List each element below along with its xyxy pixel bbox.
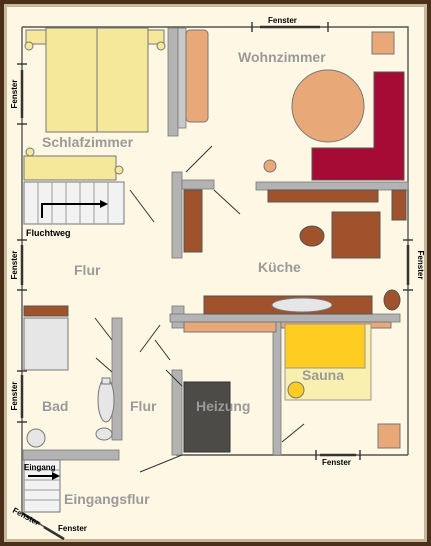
window-label-bedroom: Fenster bbox=[10, 80, 19, 109]
bathroom-furniture bbox=[23, 305, 115, 448]
heater-unit bbox=[183, 381, 231, 453]
toilet bbox=[95, 427, 113, 441]
window-label-top: Fenster bbox=[268, 16, 297, 25]
pillow-left bbox=[25, 29, 47, 45]
window-label-bad: Fenster bbox=[10, 382, 19, 411]
room-label-heizung: Heizung bbox=[196, 398, 250, 414]
wardrobe bbox=[185, 29, 209, 123]
bed-single bbox=[23, 155, 117, 181]
label-fluchtweg: Fluchtweg bbox=[26, 228, 71, 238]
corner-sofa bbox=[311, 71, 405, 181]
room-label-wohnzimmer: Wohnzimmer bbox=[238, 49, 326, 65]
sauna-corner-block bbox=[377, 423, 401, 449]
counter-base bbox=[183, 321, 277, 333]
sauna-stove bbox=[287, 381, 305, 399]
bathtub bbox=[23, 317, 69, 371]
kitchen-furniture bbox=[183, 189, 407, 333]
small-table-bedroom bbox=[25, 147, 35, 157]
room-label-eingangsflur: Eingangsflur bbox=[64, 491, 150, 507]
entrance-staircase bbox=[23, 459, 61, 513]
window-label-entrance-right: Fenster bbox=[58, 524, 87, 533]
sauna-bench bbox=[284, 323, 366, 369]
lamp-living bbox=[263, 159, 277, 173]
room-label-kueche: Küche bbox=[258, 259, 301, 275]
kitchen-cabinet-left bbox=[183, 189, 203, 253]
window-label-kueche: Fenster bbox=[416, 251, 425, 280]
window-label-sauna: Fenster bbox=[322, 458, 351, 467]
window-label-flur: Fenster bbox=[10, 251, 19, 280]
round-table bbox=[291, 69, 365, 143]
washbasin bbox=[97, 377, 115, 423]
room-label-sauna: Sauna bbox=[302, 367, 344, 383]
label-eingang: Eingang bbox=[24, 463, 56, 472]
room-label-bad: Bad bbox=[42, 398, 68, 414]
bedside-lamp-right bbox=[156, 41, 166, 51]
living-room-furniture bbox=[263, 31, 405, 181]
bathroom-shelf bbox=[23, 305, 69, 317]
kitchen-cabinet-top bbox=[267, 189, 379, 203]
room-label-flur-top: Flur bbox=[74, 262, 101, 278]
room-label-flur-bottom: Flur bbox=[130, 398, 157, 414]
kitchen-stool bbox=[383, 289, 401, 311]
windows bbox=[17, 22, 413, 541]
bath-fixture bbox=[26, 428, 46, 448]
door-swings bbox=[94, 145, 305, 473]
bedroom-furniture bbox=[23, 27, 209, 181]
bedside-lamp-left bbox=[24, 41, 34, 51]
interior-walls bbox=[22, 27, 409, 461]
escape-staircase bbox=[23, 181, 125, 225]
dining-chair bbox=[299, 225, 325, 247]
pillow-right bbox=[147, 29, 165, 45]
small-lamp-bedroom bbox=[114, 165, 124, 175]
dining-table bbox=[331, 211, 381, 259]
sauna-furniture bbox=[284, 323, 401, 449]
washbasin-stand bbox=[101, 377, 111, 385]
room-label-schlafzimmer: Schlafzimmer bbox=[42, 134, 134, 150]
sink bbox=[271, 297, 333, 313]
side-table-top bbox=[371, 31, 395, 55]
kitchen-cabinet-right bbox=[391, 189, 407, 221]
